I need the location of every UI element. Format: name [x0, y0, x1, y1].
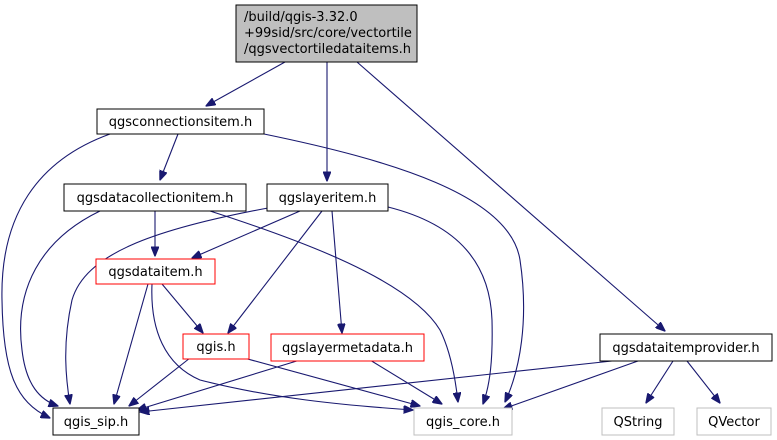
node-core[interactable]: qgis_core.h	[413, 407, 513, 436]
node-datacollectionitem-label: qgsdatacollectionitem.h	[77, 191, 234, 206]
edge-connectionsitem-to-core	[263, 133, 525, 402]
node-qstring[interactable]: QString	[601, 407, 675, 436]
node-connectionsitem[interactable]: qgsconnectionsitem.h	[96, 108, 265, 135]
edge-root-to-dataitemprovider	[356, 61, 665, 331]
edge-layeritem-to-qgis	[228, 210, 323, 333]
nodes-layer: /build/qgis-3.32.0 +99sid/src/core/vecto…	[52, 4, 773, 436]
edge-root-to-connectionsitem	[206, 61, 286, 106]
edge-dataitemprovider-to-qvector	[686, 360, 720, 403]
edge-layermetadata-to-sip	[137, 359, 301, 410]
node-dataitem-label: qgsdataitem.h	[108, 265, 202, 280]
node-root-line-1: /build/qgis-3.32.0	[244, 10, 358, 25]
node-root-line-3: /qgsvectortiledataitems.h	[244, 42, 411, 57]
edge-datacollectionitem-to-core	[209, 210, 458, 402]
node-root-line-2: +99sid/src/core/vectortile	[244, 26, 412, 41]
node-dataitemprovider[interactable]: qgsdataitemprovider.h	[599, 333, 773, 362]
edge-datacollectionitem-to-sip	[20, 210, 101, 406]
edge-qgis-to-sip	[129, 357, 191, 406]
node-layeritem-label: qgslayeritem.h	[279, 191, 377, 206]
node-dataitem[interactable]: qgsdataitem.h	[95, 258, 216, 285]
node-layermetadata-label: qgslayermetadata.h	[282, 341, 413, 356]
node-qgis-label: qgis.h	[196, 340, 235, 355]
node-layeritem[interactable]: qgslayeritem.h	[266, 183, 389, 212]
edge-layeritem-to-sip	[66, 207, 269, 404]
edge-qgis-to-core	[243, 357, 420, 406]
node-connectionsitem-label: qgsconnectionsitem.h	[109, 115, 252, 130]
node-core-label: qgis_core.h	[426, 415, 500, 430]
edge-dataitemprovider-to-core	[503, 360, 639, 409]
node-sip[interactable]: qgis_sip.h	[52, 407, 140, 436]
node-dataitemprovider-label: qgsdataitemprovider.h	[612, 341, 759, 356]
node-root[interactable]: /build/qgis-3.32.0 +99sid/src/core/vecto…	[235, 4, 418, 63]
edge-layermetadata-to-core	[369, 359, 442, 404]
edge-layeritem-to-layermetadata	[331, 210, 342, 333]
node-sip-label: qgis_sip.h	[64, 415, 128, 430]
edge-dataitem-to-sip	[114, 283, 149, 404]
edge-connectionsitem-to-sip	[1, 133, 111, 418]
node-datacollectionitem[interactable]: qgsdatacollectionitem.h	[63, 183, 247, 212]
node-layermetadata[interactable]: qgslayermetadata.h	[270, 333, 425, 362]
edge-layeritem-to-dataitem	[192, 210, 301, 258]
edges-layer	[1, 61, 720, 418]
node-qgis[interactable]: qgis.h	[182, 333, 250, 360]
edge-layeritem-to-core	[387, 206, 493, 404]
edge-dataitem-to-core	[151, 283, 413, 410]
edge-dataitemprovider-to-sip	[140, 360, 613, 412]
node-qvector-label: QVector	[708, 415, 760, 430]
edge-dataitem-to-qgis	[161, 283, 203, 333]
edge-connectionsitem-to-datacollectionitem	[160, 133, 179, 180]
node-qvector[interactable]: QVector	[696, 407, 772, 436]
node-qstring-label: QString	[613, 415, 662, 430]
edge-dataitemprovider-to-qstring	[646, 360, 674, 403]
